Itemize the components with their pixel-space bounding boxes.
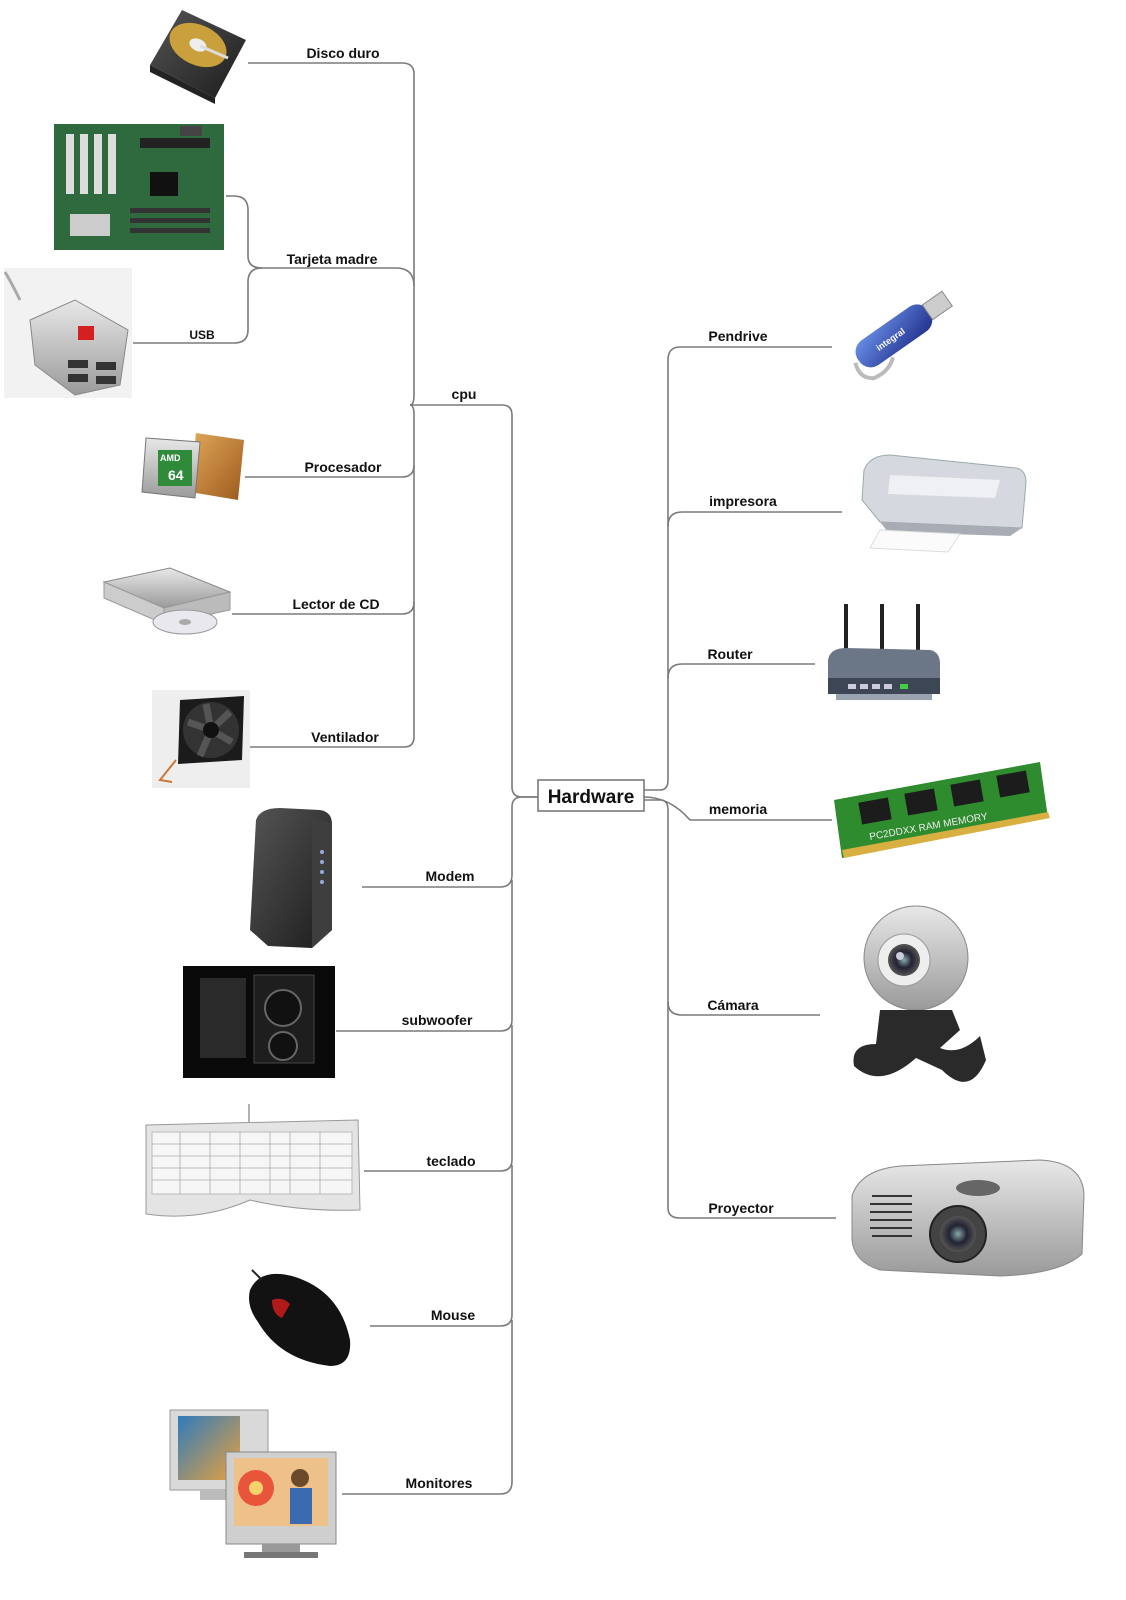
branch-labels: cpu Disco duro Tarjeta madre USB Procesa… [189,45,777,1491]
usb-hub-image [3,268,132,398]
root-label: Hardware [548,787,635,808]
monitors-image [169,1409,337,1558]
node-subwoofer[interactable]: subwoofer [402,1012,473,1028]
node-procesador[interactable]: Procesador [304,459,382,475]
processor-brand: AMD [160,453,181,463]
processor-model: 64 [168,467,184,483]
projector-image [851,1159,1085,1277]
node-camara[interactable]: Cámara [707,997,759,1013]
modem-image [250,808,332,948]
printer-image [861,454,1027,553]
hard-disk-image [150,10,246,104]
keyboard-image [145,1104,361,1217]
node-pendrive[interactable]: Pendrive [708,328,767,344]
root-node[interactable]: Hardware [537,779,645,812]
node-modem[interactable]: Modem [426,868,475,884]
processor-image: AMD 64 [141,433,244,500]
node-router[interactable]: Router [707,646,753,662]
node-teclado[interactable]: teclado [426,1153,475,1169]
node-monitores[interactable]: Monitores [406,1475,473,1491]
ram-image: PC2DDXX RAM MEMORY [834,762,1050,858]
node-proyector[interactable]: Proyector [708,1200,774,1216]
node-cpu[interactable]: cpu [452,386,477,402]
node-impresora[interactable]: impresora [709,493,777,509]
connector-lines [133,62,842,1495]
node-ventilador[interactable]: Ventilador [311,729,379,745]
fan-image [152,690,250,788]
motherboard-image [54,124,224,250]
webcam-image [853,905,986,1082]
node-lector-cd[interactable]: Lector de CD [292,596,379,612]
mouse-image [249,1269,351,1366]
node-usb[interactable]: USB [189,328,215,342]
node-mouse[interactable]: Mouse [431,1307,476,1323]
node-memoria[interactable]: memoria [709,801,768,817]
subwoofer-image [183,966,335,1078]
node-tarjeta-madre[interactable]: Tarjeta madre [287,251,378,267]
router-image [828,604,940,700]
node-disco-duro[interactable]: Disco duro [306,45,379,61]
cd-drive-image [102,567,232,635]
pendrive-image: integral [853,290,954,381]
